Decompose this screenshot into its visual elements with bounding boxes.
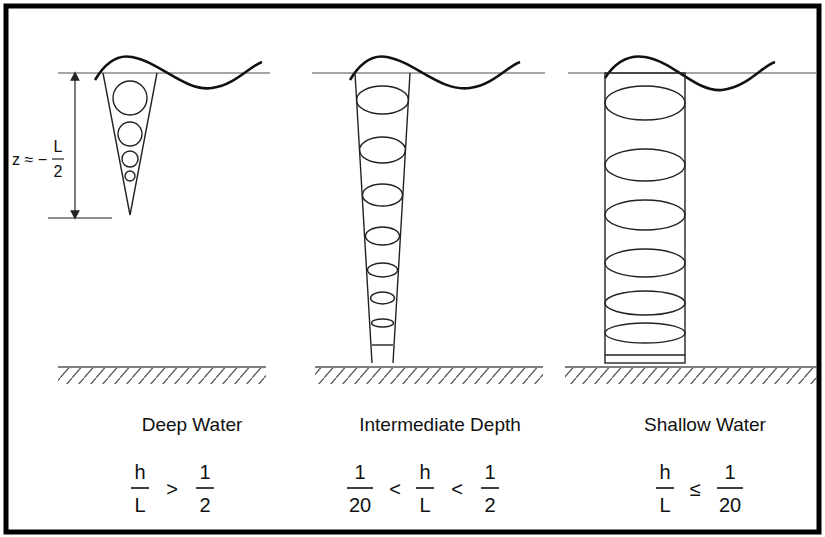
region-name: Deep Water — [142, 415, 243, 436]
intermediate-orbits — [355, 73, 410, 363]
fraction-numerator: h — [659, 461, 670, 483]
fraction-numerator: 1 — [724, 461, 735, 483]
fraction-denominator: 20 — [349, 494, 371, 516]
relation-sign: < — [389, 478, 401, 500]
fraction-numerator: h — [134, 461, 145, 483]
frame — [6, 6, 819, 532]
depth-dimension — [48, 76, 112, 218]
fraction-denominator: 2 — [484, 494, 495, 516]
fraction-numerator: h — [419, 461, 430, 483]
relation-sign: ≤ — [690, 478, 701, 500]
shallow-orbits — [605, 73, 685, 363]
fraction-denominator: L — [134, 494, 145, 516]
deep-orbits — [103, 73, 157, 215]
depth-label: z ≈ − — [12, 151, 47, 169]
fraction-numerator: L — [54, 138, 63, 156]
fraction-denominator: L — [659, 494, 670, 516]
fraction-denominator: 2 — [54, 163, 63, 181]
still-water-line — [58, 72, 816, 73]
fraction-denominator: 20 — [719, 494, 741, 516]
fraction-denominator: L — [419, 494, 430, 516]
seabed — [58, 367, 817, 384]
relation-sign: < — [451, 478, 463, 500]
region-name: Shallow Water — [644, 415, 766, 436]
fraction-denominator: 2 — [199, 494, 210, 516]
relation-sign: > — [166, 478, 178, 500]
fraction-numerator: 1 — [354, 461, 365, 483]
fraction-bar — [131, 487, 743, 489]
region-name: Intermediate Depth — [359, 415, 521, 436]
fraction-numerator: 1 — [484, 461, 495, 483]
fraction-numerator: 1 — [199, 461, 210, 483]
